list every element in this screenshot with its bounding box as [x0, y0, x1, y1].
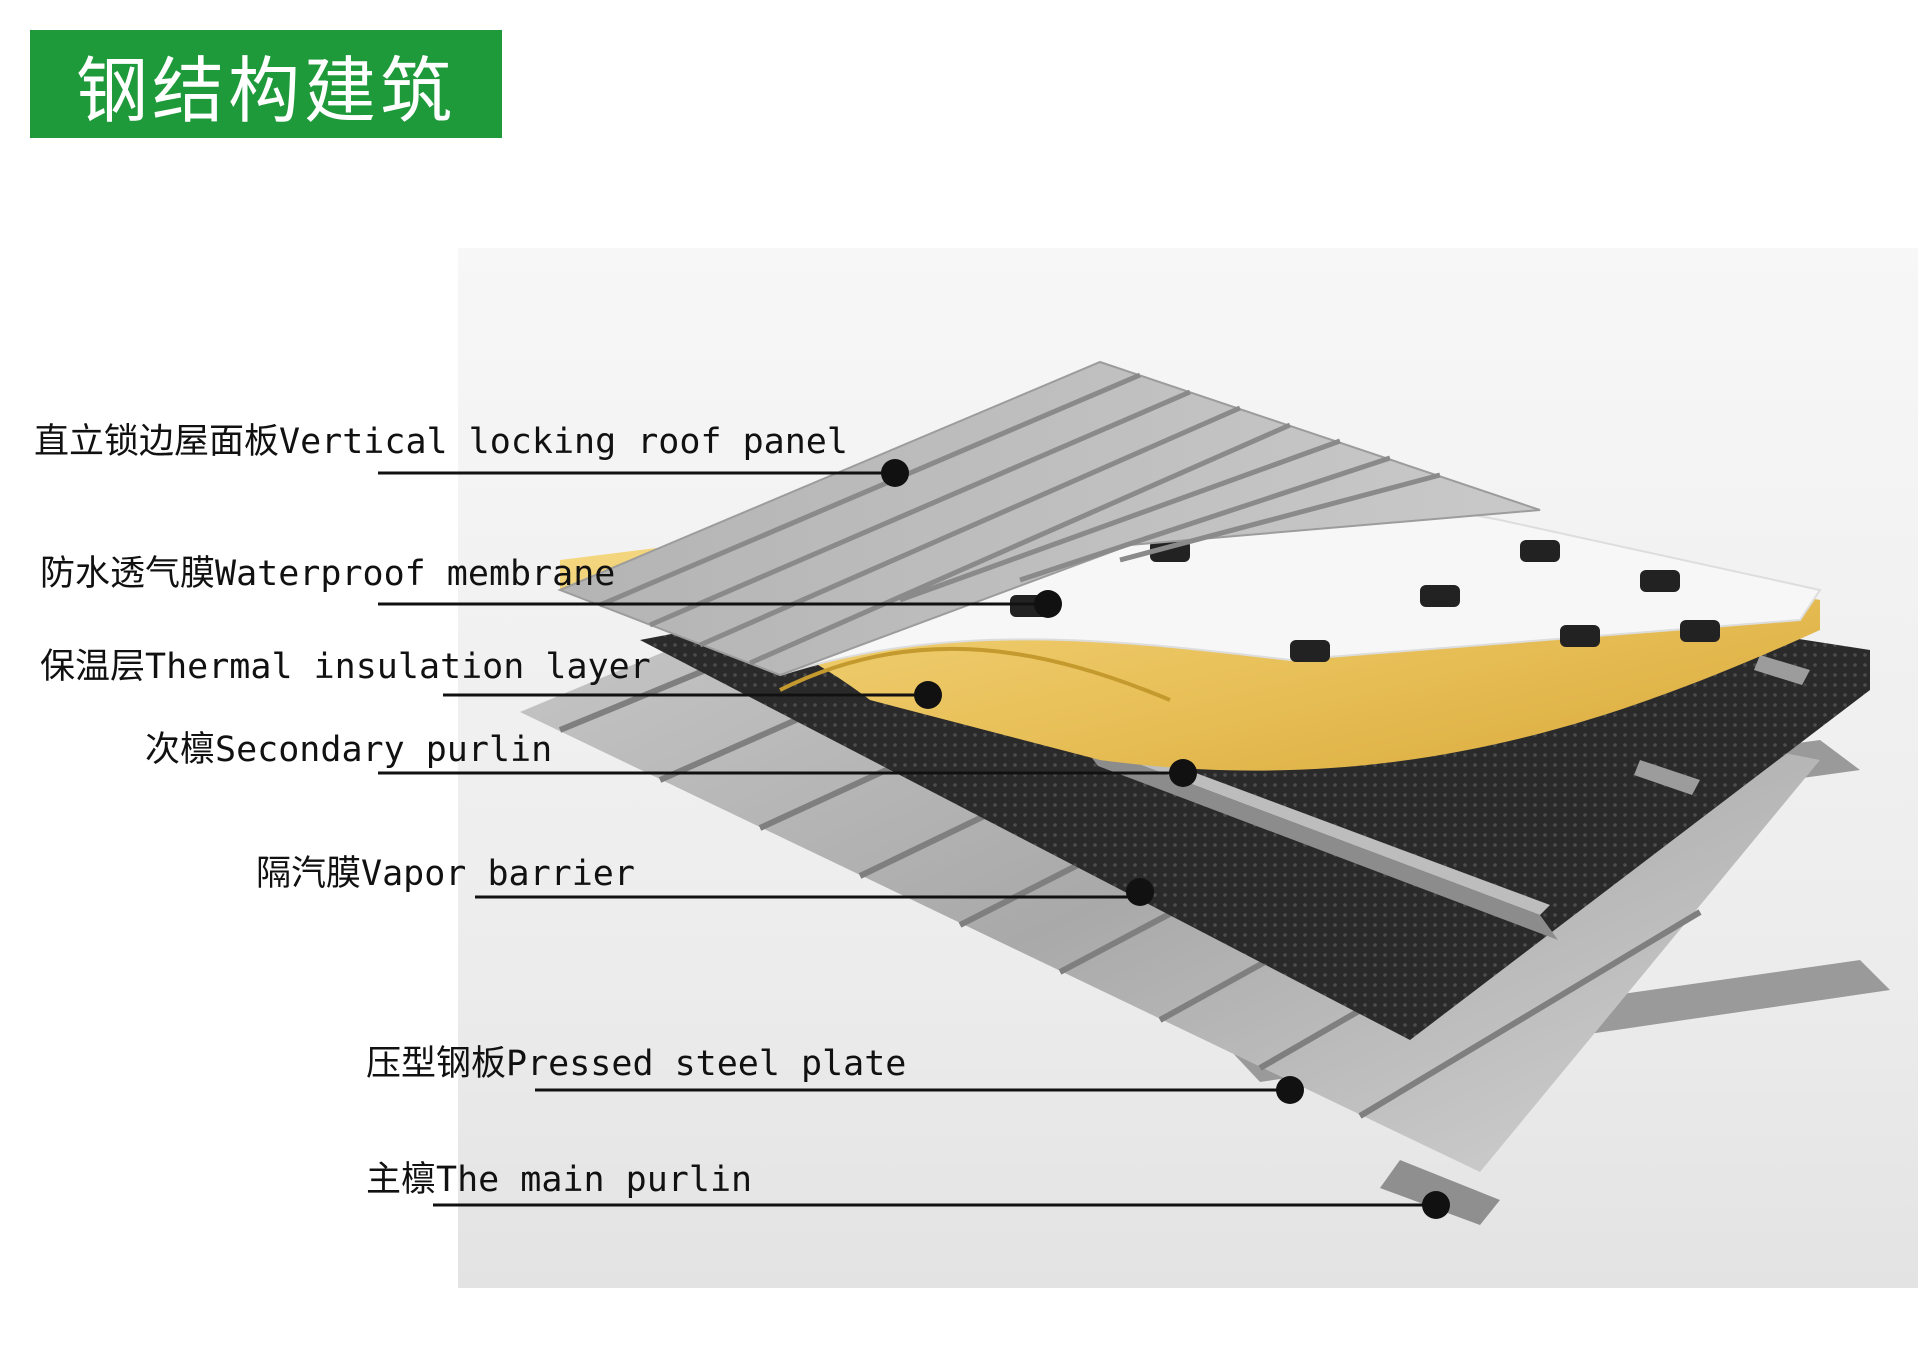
- leader-dot-0: [881, 459, 909, 487]
- layer-label-2: 保温层Thermal insulation layer: [40, 650, 651, 685]
- layer-label-zh: 隔汽膜: [256, 854, 362, 894]
- layer-label-en: Pressed steel plate: [506, 1044, 907, 1084]
- layer-label-en: Secondary purlin: [215, 730, 553, 770]
- layer-label-3: 次檩Secondary purlin: [145, 733, 552, 768]
- leader-dot-2: [914, 681, 942, 709]
- layer-label-5: 压型钢板Pressed steel plate: [366, 1047, 906, 1082]
- layer-label-zh: 保温层: [40, 647, 146, 687]
- layer-label-zh: 压型钢板: [366, 1044, 507, 1084]
- layer-label-1: 防水透气膜Waterproof membrane: [40, 557, 615, 592]
- layer-label-en: Waterproof membrane: [215, 554, 616, 594]
- layer-label-en: Vertical locking roof panel: [279, 422, 848, 462]
- layer-label-en: Thermal insulation layer: [145, 647, 651, 687]
- leader-dot-4: [1126, 878, 1154, 906]
- layer-label-zh: 主檩: [366, 1160, 437, 1200]
- leader-dot-5: [1276, 1076, 1304, 1104]
- page-title-badge: 钢结构建筑: [30, 30, 502, 138]
- layer-label-4: 隔汽膜Vapor barrier: [256, 857, 635, 892]
- page-title: 钢结构建筑: [75, 48, 456, 133]
- leader-dot-3: [1169, 759, 1197, 787]
- layer-label-en: Vapor barrier: [361, 854, 635, 894]
- layer-label-en: The main purlin: [436, 1160, 753, 1200]
- layer-label-zh: 防水透气膜: [40, 554, 216, 594]
- layer-label-zh: 直立锁边屋面板: [34, 422, 280, 462]
- secondary-purlin-layer: [1080, 655, 1810, 940]
- layer-label-6: 主檩The main purlin: [366, 1163, 752, 1198]
- layer-label-zh: 次檩: [145, 730, 216, 770]
- label-leaders: [378, 459, 1450, 1219]
- layer-label-0: 直立锁边屋面板Vertical locking roof panel: [34, 425, 848, 460]
- leader-dot-1: [1034, 590, 1062, 618]
- vertical-locking-roof-panel-layer: [557, 360, 1541, 677]
- leader-dot-6: [1422, 1191, 1450, 1219]
